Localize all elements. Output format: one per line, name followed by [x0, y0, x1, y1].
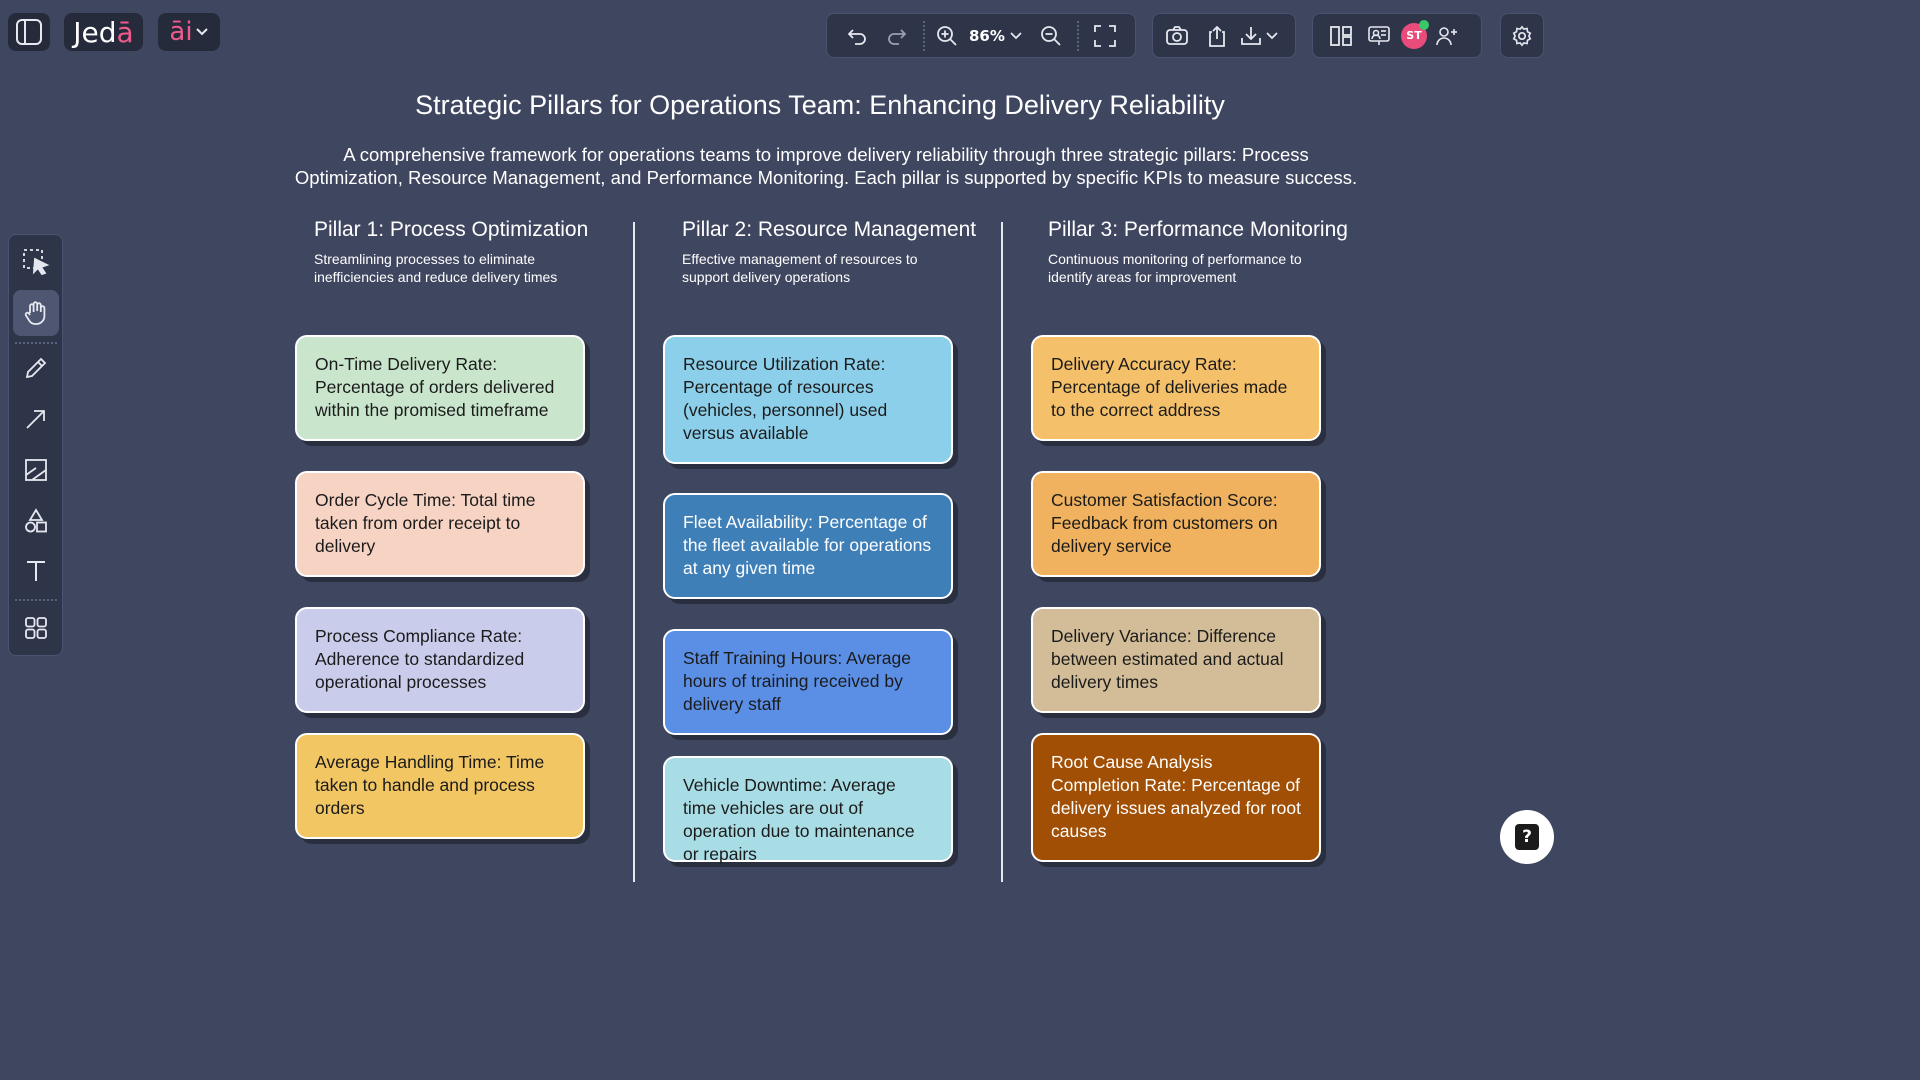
ai-menu-button[interactable]: āi	[158, 13, 220, 51]
pillar-header-1[interactable]: Pillar 1: Process Optimization Streamlin…	[314, 218, 644, 286]
fit-screen-icon	[1094, 24, 1116, 47]
app-logo[interactable]: Jedā	[64, 13, 143, 51]
pillar-description: Effective management of resources to sup…	[682, 251, 918, 285]
hand-icon	[24, 301, 46, 325]
add-user-button[interactable]	[1431, 16, 1463, 56]
gear-icon	[1512, 25, 1532, 46]
shapes-tool-button[interactable]	[13, 498, 59, 544]
diagram-title[interactable]: Strategic Pillars for Operations Team: E…	[415, 90, 1225, 120]
edit-zoom-toolbar: 86%	[826, 13, 1136, 58]
chevron-down-icon	[1010, 31, 1022, 39]
kpi-card[interactable]: Customer Satisfaction Score: Feedback fr…	[1031, 471, 1321, 577]
collaboration-toolbar: ST	[1312, 13, 1482, 58]
settings-button[interactable]	[1500, 13, 1544, 58]
kpi-card[interactable]: Average Handling Time: Time taken to han…	[295, 733, 585, 839]
share-button[interactable]	[1197, 16, 1237, 56]
download-icon	[1241, 26, 1261, 45]
pillar-description: Streamlining processes to eliminate inef…	[314, 251, 558, 285]
ai-label: āi	[169, 17, 193, 47]
image-tool-button[interactable]	[13, 447, 59, 493]
zoom-level: 86%	[969, 26, 1005, 45]
presentation-button[interactable]	[1361, 16, 1397, 56]
kpi-card[interactable]: Root Cause Analysis Completion Rate: Per…	[1031, 733, 1321, 862]
zoom-out-icon	[1041, 25, 1061, 46]
help-button[interactable]: ?	[1500, 810, 1554, 864]
kpi-card[interactable]: Order Cycle Time: Total time taken from …	[295, 471, 585, 577]
arrow-tool-button[interactable]	[13, 396, 59, 442]
pillar-description: Continuous monitoring of performance to …	[1048, 251, 1302, 285]
zoom-level-dropdown[interactable]: 86%	[969, 16, 1023, 56]
kpi-card[interactable]: Process Compliance Rate: Adherence to st…	[295, 607, 585, 713]
sidebar-toggle-icon	[16, 19, 42, 45]
zoom-in-button[interactable]	[931, 16, 963, 56]
kpi-card[interactable]: Delivery Accuracy Rate: Percentage of de…	[1031, 335, 1321, 441]
redo-icon	[888, 28, 907, 45]
upload-icon	[1209, 25, 1225, 47]
undo-button[interactable]	[837, 16, 877, 56]
kpi-card[interactable]: Fleet Availability: Percentage of the fl…	[663, 493, 953, 599]
kpi-card[interactable]: On-Time Delivery Rate: Percentage of ord…	[295, 335, 585, 441]
avatar: ST	[1401, 19, 1429, 49]
add-user-icon	[1436, 26, 1457, 45]
pen-tool-button[interactable]	[13, 345, 59, 391]
zoom-in-icon	[937, 25, 957, 46]
pillar-title: Pillar 3: Performance Monitoring	[1048, 218, 1348, 241]
layout-icon	[1330, 25, 1352, 46]
shapes-icon	[25, 508, 47, 533]
pillar-title: Pillar 2: Resource Management	[682, 218, 977, 241]
toolbar-divider	[923, 20, 925, 51]
components-tool-button[interactable]	[13, 605, 59, 651]
image-frame-icon	[25, 459, 47, 481]
fit-screen-button[interactable]	[1085, 16, 1125, 56]
screenshot-button[interactable]	[1157, 16, 1197, 56]
column-divider	[633, 222, 635, 882]
text-tool-button[interactable]	[13, 548, 59, 594]
select-cursor-icon	[23, 249, 50, 276]
undo-icon	[847, 28, 866, 45]
diagram-subtitle[interactable]: A comprehensive framework for operations…	[294, 144, 1358, 188]
toolbar-divider	[15, 599, 57, 601]
toolbar-divider	[15, 342, 57, 344]
grid-icon	[25, 617, 47, 639]
column-divider	[1001, 222, 1003, 882]
select-tool-button[interactable]	[13, 239, 59, 285]
user-avatar[interactable]: ST	[1397, 16, 1431, 56]
presentation-icon	[1368, 25, 1390, 45]
redo-button[interactable]	[877, 16, 917, 56]
pillar-header-2[interactable]: Pillar 2: Resource Management Effective …	[682, 218, 1012, 286]
text-icon	[27, 561, 45, 581]
kpi-card[interactable]: Vehicle Downtime: Average time vehicles …	[663, 756, 953, 864]
kpi-card[interactable]: Delivery Variance: Difference between es…	[1031, 607, 1321, 713]
camera-icon	[1166, 25, 1188, 45]
pencil-icon	[25, 357, 47, 379]
sidebar-toggle-button[interactable]	[8, 13, 50, 51]
pillar-title: Pillar 1: Process Optimization	[314, 218, 589, 241]
pillar-header-3[interactable]: Pillar 3: Performance Monitoring Continu…	[1048, 218, 1378, 286]
zoom-out-button[interactable]	[1031, 16, 1071, 56]
toolbar-divider	[1076, 20, 1079, 51]
help-icon: ?	[1515, 824, 1539, 850]
online-status-dot	[1419, 19, 1429, 30]
kpi-card[interactable]: Staff Training Hours: Average hours of t…	[663, 629, 953, 735]
layout-panel-button[interactable]	[1321, 16, 1361, 56]
arrow-icon	[26, 410, 45, 429]
export-toolbar	[1152, 13, 1296, 58]
chevron-down-icon	[1266, 31, 1278, 39]
left-toolbar	[8, 234, 63, 656]
chevron-down-icon	[195, 28, 208, 36]
hand-tool-button[interactable]	[13, 290, 59, 336]
download-button[interactable]	[1239, 16, 1279, 56]
logo-text: Jedā	[73, 15, 134, 49]
kpi-card[interactable]: Resource Utilization Rate: Percentage of…	[663, 335, 953, 464]
